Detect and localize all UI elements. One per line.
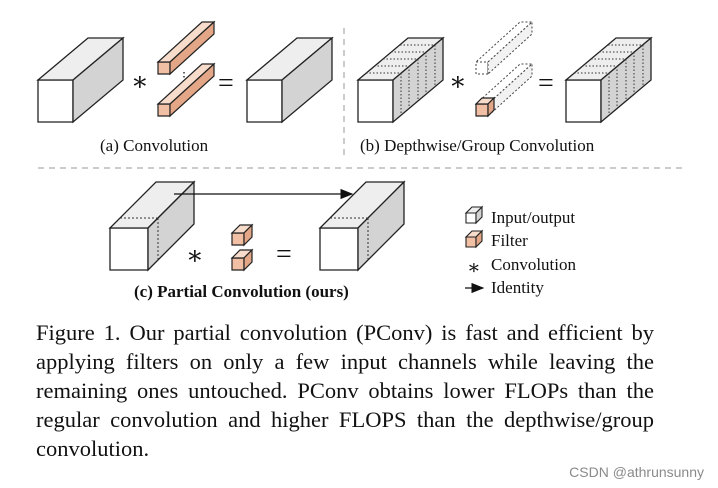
input-tensor-cube-channels (356, 36, 445, 124)
watermark: CSDN @athrunsunny (569, 464, 704, 480)
panel-c-partial-convolution: ∗ = (c) Partial Convolution (ours) (108, 180, 406, 301)
convolution-operator: ∗ (131, 67, 149, 96)
legend-item-identity: Identity (465, 278, 544, 297)
depthwise-filter-dashed-top (474, 20, 534, 76)
output-tensor-cube-channels (564, 36, 653, 124)
legend-label: Input/output (491, 208, 575, 227)
panel-a-convolution: ∗ = (a) Convolution (36, 20, 334, 155)
filter-bar-top (156, 20, 216, 76)
panel-a-label: (a) Convolution (100, 136, 209, 155)
partial-filter-bottom (230, 248, 254, 272)
filter-icon (464, 229, 484, 249)
figure-1-diagram: ∗ = (a) Convolution (36, 20, 684, 301)
legend-item-input-output: Input/output (464, 205, 575, 227)
asterisk-icon: ∗ (467, 257, 481, 279)
legend-item-convolution: ∗ Convolution (467, 255, 577, 279)
panel-c-label: (c) Partial Convolution (ours) (134, 282, 349, 301)
legend-label: Identity (491, 278, 544, 297)
input-tensor-cube-partial (108, 180, 196, 272)
legend-label: Convolution (491, 255, 577, 274)
equals-operator: = (538, 68, 554, 99)
filter-bar-bottom (156, 62, 216, 118)
legend-label: Filter (491, 231, 528, 250)
figure-caption: Figure 1. Our partial convolution (PConv… (36, 320, 654, 461)
panel-b-label: (b) Depthwise/Group Convolution (360, 136, 595, 155)
partial-filter-top (230, 223, 254, 247)
convolution-operator: ∗ (186, 241, 204, 270)
legend-item-filter: Filter (464, 229, 528, 250)
equals-operator: = (276, 239, 292, 270)
legend: Input/output Filter ∗ Convolution Identi… (464, 205, 577, 297)
convolution-operator: ∗ (449, 67, 467, 96)
input-tensor-cube (36, 36, 125, 124)
output-tensor-cube-partial (318, 180, 406, 272)
depthwise-filter-bottom (474, 62, 534, 118)
cube-icon (464, 205, 484, 225)
equals-operator: = (218, 68, 234, 99)
panel-b-depthwise-group-convolution: ∗ = (b) (356, 20, 653, 155)
output-tensor-cube (245, 36, 334, 124)
